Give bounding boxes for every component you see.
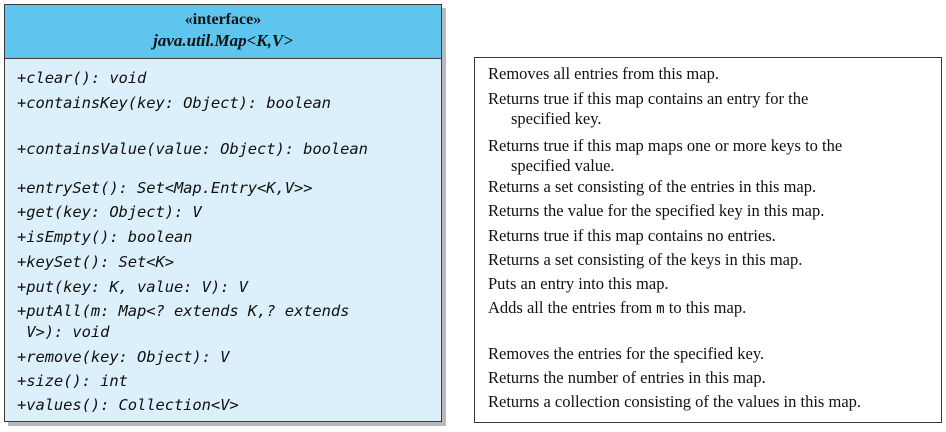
stereotype-label: «interface» [184, 11, 262, 28]
method-entrySet: +entrySet(): Set<Map.Entry<K,V>> [17, 179, 313, 197]
desc-put: Puts an entry into this map. [488, 274, 669, 293]
desc-putAll-prefix: Adds all the entries from [488, 298, 657, 317]
desc-clear: Removes all entries from this map. [488, 64, 719, 83]
interface-class-box: «interface» java.util.Map<K,V> +clear():… [4, 4, 442, 422]
desc-putAll: Adds all the entries from m to this map. [488, 298, 746, 318]
method-keySet: +keySet(): Set<K> [17, 253, 174, 271]
method-isEmpty: +isEmpty(): boolean [17, 228, 193, 246]
method-clear: +clear(): void [17, 69, 147, 87]
desc-containsKey: Returns true if this map contains an ent… [488, 89, 809, 108]
method-putAll: +putAll(m: Map<? extends K,? extends [17, 302, 350, 320]
desc-get: Returns the value for the specified key … [488, 201, 825, 220]
method-putAll-continued: V>): void [17, 323, 110, 341]
desc-putAll-param: m [656, 301, 665, 317]
interface-name: java.util.Map<K,V> [153, 31, 293, 50]
method-containsKey: +containsKey(key: Object): boolean [17, 94, 331, 112]
method-containsValue: +containsValue(value: Object): boolean [17, 140, 368, 158]
desc-containsValue: Returns true if this map maps one or mor… [488, 136, 843, 155]
desc-size: Returns the number of entries in this ma… [488, 368, 766, 387]
desc-entrySet: Returns a set consisting of the entries … [488, 177, 817, 196]
desc-isEmpty: Returns true if this map contains no ent… [488, 226, 776, 245]
desc-values: Returns a collection consisting of the v… [488, 392, 862, 411]
method-put: +put(key: K, value: V): V [17, 278, 248, 296]
interface-header: «interface» java.util.Map<K,V> [5, 5, 441, 59]
description-box: Removes all entries from this map. Retur… [474, 57, 942, 423]
desc-remove: Removes the entries for the specified ke… [488, 344, 765, 363]
desc-containsValue-continued: specified value. [511, 156, 615, 175]
method-get: +get(key: Object): V [17, 203, 202, 221]
method-remove: +remove(key: Object): V [17, 348, 230, 366]
method-values: +values(): Collection<V> [17, 396, 239, 414]
desc-containsKey-continued: specified key. [511, 109, 602, 128]
method-size: +size(): int [17, 372, 128, 390]
desc-putAll-suffix: to this map. [664, 298, 747, 317]
desc-keySet: Returns a set consisting of the keys in … [488, 250, 803, 269]
